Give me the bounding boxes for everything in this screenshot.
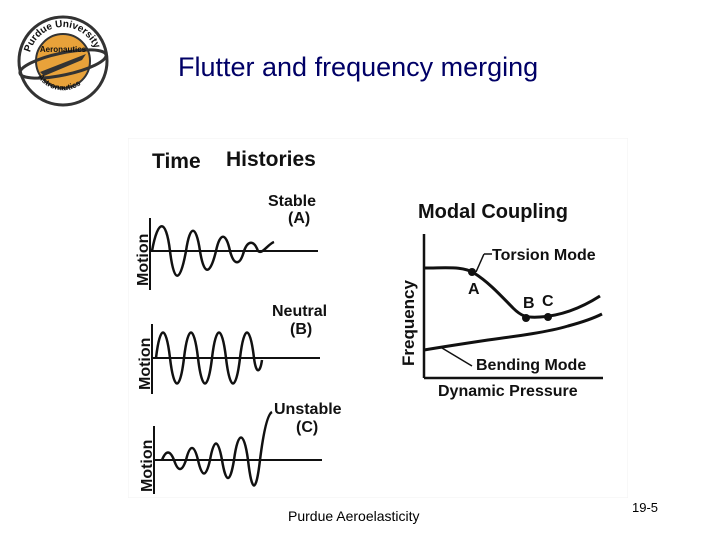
neutral-oscillation-curve	[154, 331, 264, 385]
time-histories-heading-time: Time	[152, 150, 201, 173]
logo-middle-text: Aeronautics	[40, 45, 87, 54]
point-a-marker	[468, 268, 476, 276]
case-tag-neutral: (B)	[290, 321, 312, 338]
unstable-oscillation-curve	[160, 410, 273, 487]
time-histories-heading-histories: Histories	[226, 148, 316, 171]
stable-oscillation-curve	[150, 225, 275, 277]
case-label-stable: Stable	[268, 193, 316, 210]
motion-label-neutral: Motion	[137, 338, 154, 390]
bending-leader-line	[441, 347, 473, 367]
point-c-label: C	[542, 293, 554, 310]
footer-text: Purdue Aeroelasticity	[288, 508, 420, 524]
case-tag-stable: (A)	[288, 210, 310, 227]
frequency-axis-label: Frequency	[399, 279, 418, 366]
torsion-mode-curve	[423, 266, 601, 319]
case-label-neutral: Neutral	[272, 303, 327, 320]
point-b-marker	[522, 314, 530, 322]
point-b-label: B	[523, 295, 535, 312]
slide-title: Flutter and frequency merging	[178, 52, 539, 82]
purdue-logo: Purdue University Aeronautics Astronauti…	[16, 14, 110, 108]
modal-coupling-heading: Modal Coupling	[418, 201, 568, 223]
bending-mode-label: Bending Mode	[476, 357, 586, 374]
motion-label-unstable: Motion	[139, 440, 156, 492]
bending-mode-curve	[423, 312, 603, 352]
torsion-leader-line	[475, 253, 485, 273]
motion-label-stable: Motion	[135, 234, 152, 286]
flutter-diagram: Time Histories Stable (A) Motion Neutral…	[127, 137, 629, 499]
case-tag-unstable: (C)	[296, 419, 318, 436]
pressure-axis-label: Dynamic Pressure	[438, 383, 578, 400]
case-label-unstable: Unstable	[274, 401, 342, 418]
page-number: 19-5	[632, 500, 659, 515]
torsion-mode-label: Torsion Mode	[492, 247, 596, 264]
point-a-label: A	[468, 281, 480, 298]
point-c-marker	[544, 313, 552, 321]
